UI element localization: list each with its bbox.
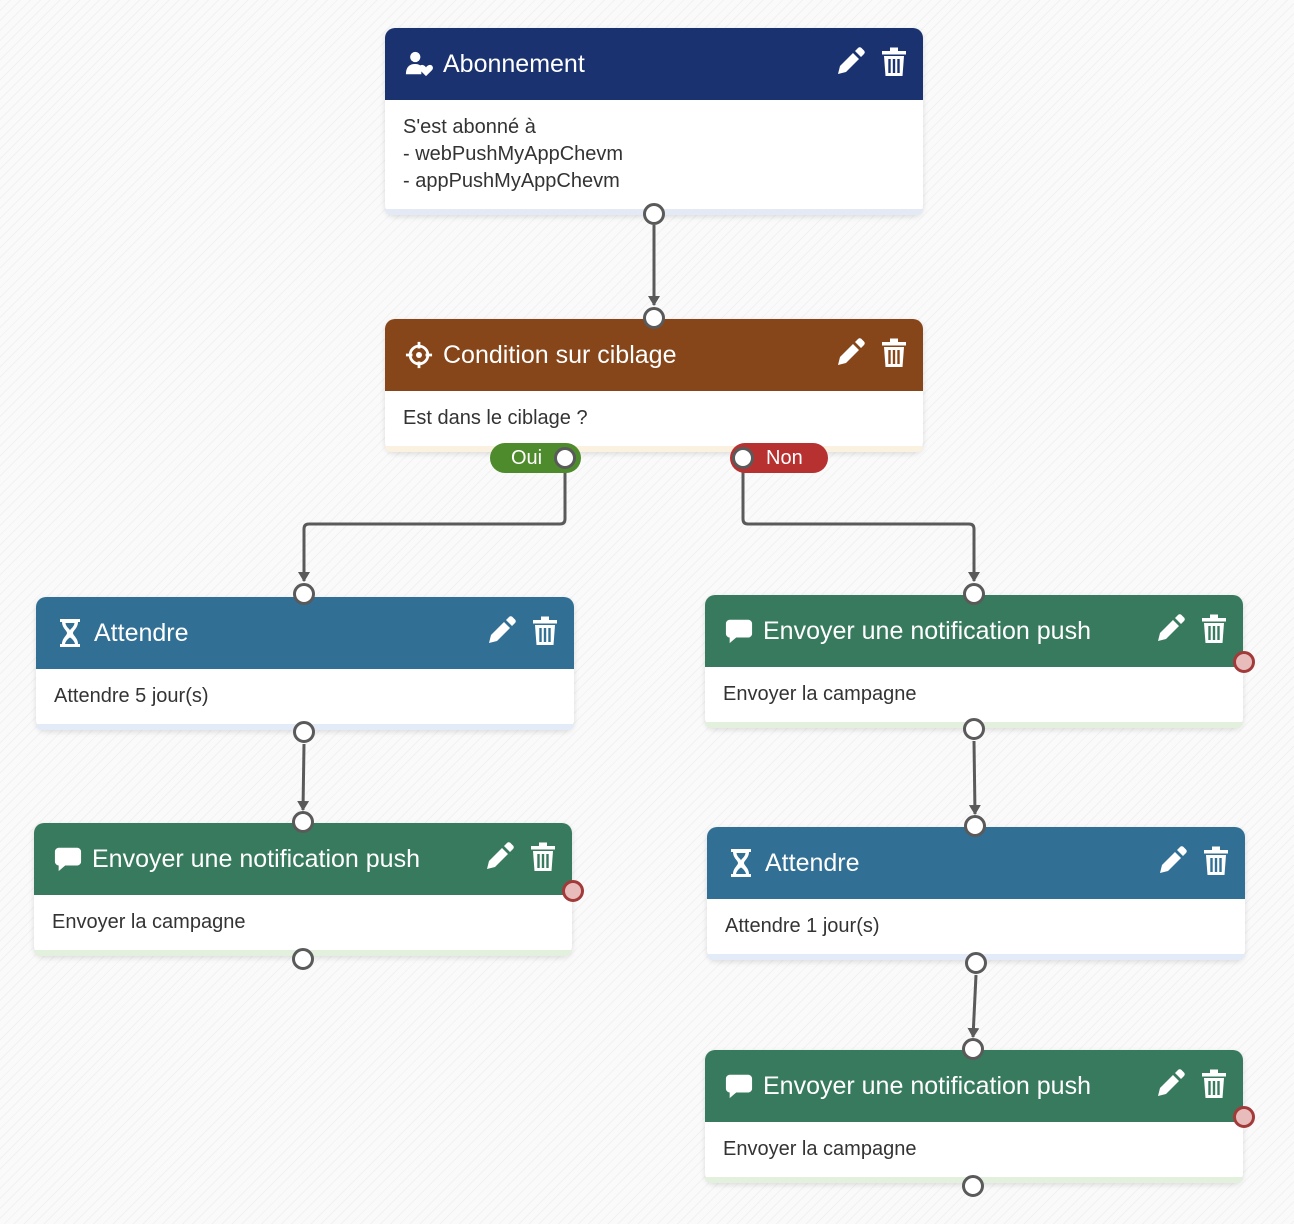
node-title: Attendre	[765, 848, 860, 877]
user-heart-icon	[405, 50, 433, 78]
output-port[interactable]	[962, 1175, 984, 1197]
pencil-icon[interactable]	[486, 615, 516, 647]
node-header[interactable]: Attendre	[36, 597, 574, 669]
crosshair-icon	[405, 341, 433, 369]
node-abonnement[interactable]: Abonnement S'est abonné à - webPushMyApp…	[385, 28, 923, 215]
trash-icon[interactable]	[1199, 613, 1229, 645]
node-push-right-1[interactable]: Envoyer une notification push Envoyer la…	[705, 595, 1243, 728]
output-port[interactable]	[963, 718, 985, 740]
comment-icon	[725, 1072, 753, 1100]
node-body: Attendre 1 jour(s)	[707, 899, 1245, 954]
trash-icon[interactable]	[530, 615, 560, 647]
yes-output-port[interactable]	[554, 447, 576, 469]
no-output-port[interactable]	[732, 447, 754, 469]
output-port[interactable]	[965, 952, 987, 974]
edge-yes-to-wait-left	[298, 470, 567, 582]
node-body: Attendre 5 jour(s)	[36, 669, 574, 724]
pencil-icon[interactable]	[484, 841, 514, 873]
node-condition[interactable]: Condition sur ciblage Est dans le ciblag…	[385, 319, 923, 452]
node-header[interactable]: Abonnement	[385, 28, 923, 100]
edge-no-to-push-right	[741, 470, 980, 582]
comment-icon	[725, 617, 753, 645]
node-body: Est dans le ciblage ?	[385, 391, 923, 446]
error-port[interactable]	[1233, 651, 1255, 673]
output-port[interactable]	[643, 203, 665, 225]
node-title: Abonnement	[443, 49, 585, 78]
body-line: Attendre 5 jour(s)	[54, 685, 209, 707]
body-line: - appPushMyAppChevm	[403, 170, 620, 192]
hourglass-icon	[727, 849, 755, 877]
node-push-left[interactable]: Envoyer une notification push Envoyer la…	[34, 823, 572, 956]
trash-icon[interactable]	[1199, 1068, 1229, 1100]
node-wait-left[interactable]: Attendre Attendre 5 jour(s)	[36, 597, 574, 730]
node-title: Attendre	[94, 618, 189, 647]
body-line: Est dans le ciblage ?	[403, 407, 588, 429]
node-body: Envoyer la campagne	[705, 667, 1243, 722]
node-title: Envoyer une notification push	[763, 616, 1091, 645]
body-line: Envoyer la campagne	[723, 683, 917, 705]
pencil-icon[interactable]	[835, 46, 865, 78]
no-label-text: Non	[766, 446, 803, 469]
edge-wait-right-to-push-right-2	[967, 974, 980, 1038]
body-line: Attendre 1 jour(s)	[725, 915, 880, 937]
hourglass-icon	[56, 619, 84, 647]
pencil-icon[interactable]	[835, 337, 865, 369]
output-port[interactable]	[293, 721, 315, 743]
node-body: Envoyer la campagne	[34, 895, 572, 950]
node-push-right-2[interactable]: Envoyer une notification push Envoyer la…	[705, 1050, 1243, 1183]
error-port[interactable]	[562, 880, 584, 902]
node-title: Envoyer une notification push	[92, 844, 420, 873]
trash-icon[interactable]	[879, 337, 909, 369]
input-port[interactable]	[962, 1038, 984, 1060]
edge-push-right-to-wait-right	[968, 740, 981, 815]
node-header[interactable]: Envoyer une notification push	[705, 595, 1243, 667]
node-body: Envoyer la campagne	[705, 1122, 1243, 1177]
node-title: Condition sur ciblage	[443, 340, 677, 369]
node-wait-right[interactable]: Attendre Attendre 1 jour(s)	[707, 827, 1245, 960]
node-title: Envoyer une notification push	[763, 1071, 1091, 1100]
pencil-icon[interactable]	[1155, 613, 1185, 645]
trash-icon[interactable]	[528, 841, 558, 873]
input-port[interactable]	[292, 811, 314, 833]
input-port[interactable]	[293, 583, 315, 605]
body-line: - webPushMyAppChevm	[403, 143, 624, 165]
error-port[interactable]	[1233, 1106, 1255, 1128]
node-body: S'est abonné à - webPushMyAppChevm - app…	[385, 100, 923, 209]
body-line: S'est abonné à	[403, 116, 536, 138]
pencil-icon[interactable]	[1155, 1068, 1185, 1100]
yes-label-text: Oui	[511, 446, 543, 469]
node-header[interactable]: Attendre	[707, 827, 1245, 899]
pencil-icon[interactable]	[1157, 845, 1187, 877]
node-header[interactable]: Condition sur ciblage	[385, 319, 923, 391]
trash-icon[interactable]	[879, 46, 909, 78]
edge-wait-left-to-push-left	[297, 743, 310, 811]
input-port[interactable]	[963, 583, 985, 605]
body-line: Envoyer la campagne	[723, 1138, 917, 1160]
comment-icon	[54, 845, 82, 873]
node-header[interactable]: Envoyer une notification push	[705, 1050, 1243, 1122]
input-port[interactable]	[964, 815, 986, 837]
trash-icon[interactable]	[1201, 845, 1231, 877]
input-port[interactable]	[643, 307, 665, 329]
body-line: Envoyer la campagne	[52, 911, 246, 933]
node-footer	[385, 446, 923, 452]
output-port[interactable]	[292, 948, 314, 970]
node-header[interactable]: Envoyer une notification push	[34, 823, 572, 895]
